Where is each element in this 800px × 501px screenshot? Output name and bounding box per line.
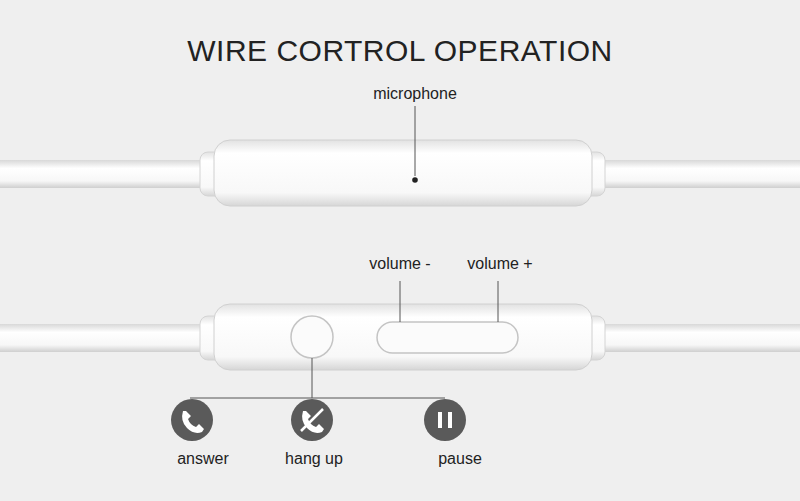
part-label: hang up [285, 450, 343, 468]
leader-line [415, 106, 416, 176]
remote-top [0, 106, 800, 206]
answer-icon [171, 399, 213, 441]
main-button [291, 316, 333, 358]
part-label: microphone [373, 85, 457, 103]
leader-line [400, 281, 401, 322]
title: WIRE CORTROL OPERATION [187, 34, 612, 67]
part-label: answer [177, 450, 229, 468]
remote-bottom [0, 281, 800, 398]
leader-line [312, 358, 313, 398]
remote-body [214, 304, 592, 370]
pause-icon [424, 399, 466, 441]
microphone-hole [412, 177, 418, 183]
volume-rocker [377, 322, 518, 353]
part-label: volume - [369, 255, 430, 273]
leader-line [498, 281, 499, 322]
leader-line [190, 398, 445, 399]
hang-up-icon [291, 399, 333, 441]
part-label: volume + [467, 255, 532, 273]
remote-body [214, 140, 592, 206]
part-label: pause [438, 450, 482, 468]
